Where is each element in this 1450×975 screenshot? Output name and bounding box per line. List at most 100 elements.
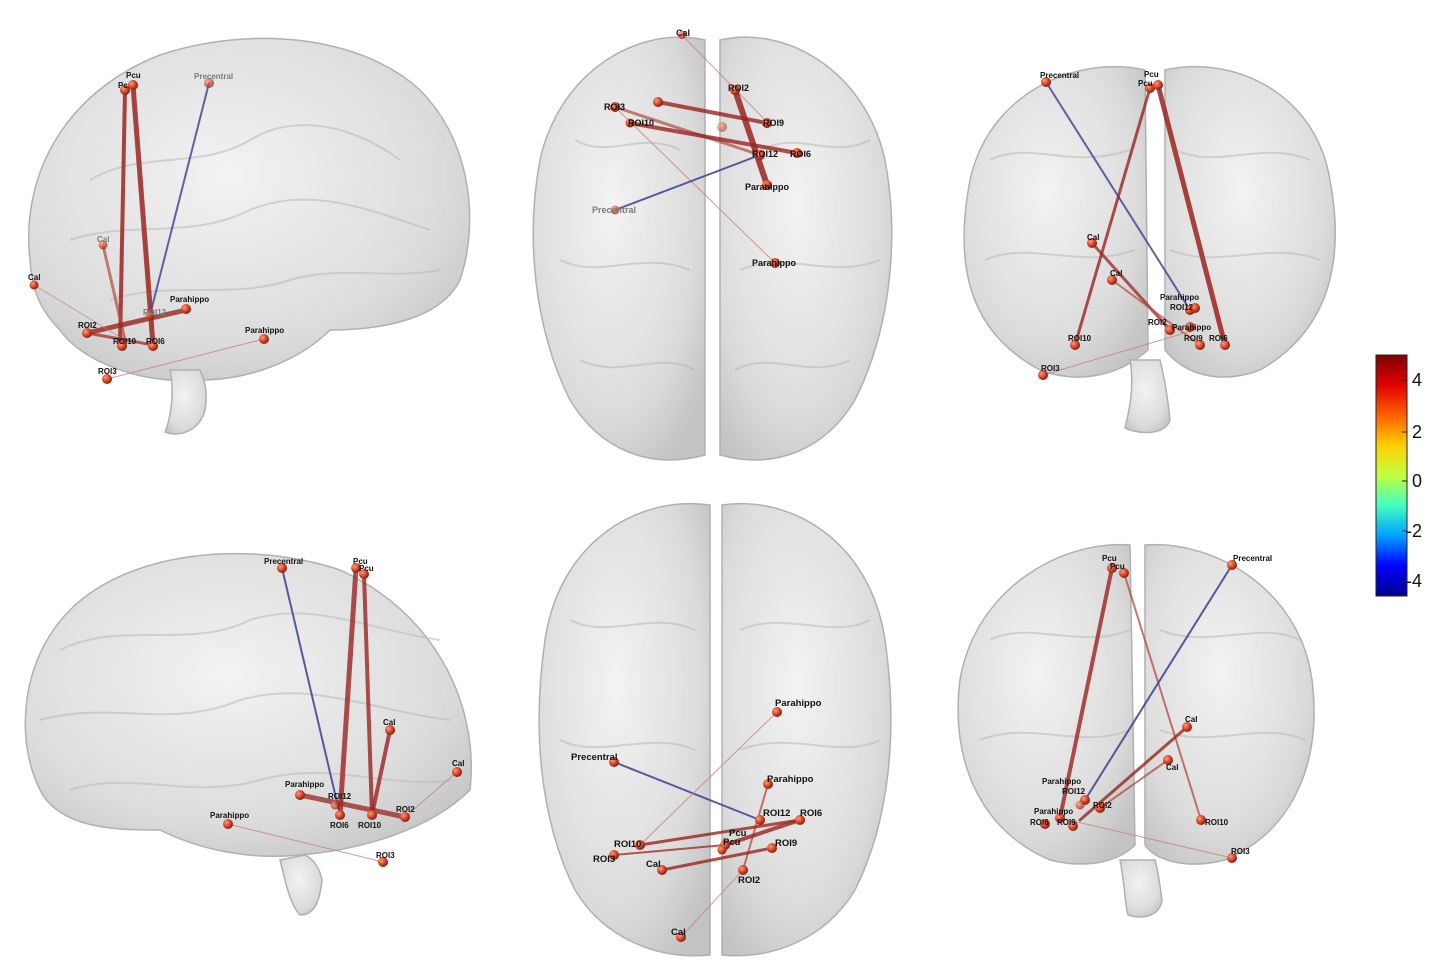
roi-label: ROI3 [1041, 364, 1060, 373]
roi-node [676, 932, 686, 942]
view-posterior: Precentral Pcu Pcu Cal Cal Parahippo ROI… [1038, 70, 1230, 380]
roi-node [738, 865, 748, 875]
roi-label: ROI9 [1184, 334, 1203, 343]
roi-node [259, 334, 269, 344]
edge [613, 761, 761, 821]
edge [1042, 329, 1196, 376]
roi-label: ROI10 [1205, 818, 1229, 827]
roi-label: Pcu [353, 557, 368, 566]
roi-node [120, 85, 130, 95]
roi-label: ROI2 [1148, 318, 1167, 327]
colorbar-tick-label: -4 [1406, 571, 1422, 591]
roi-label: Parahippo [775, 698, 822, 709]
roi-node [400, 812, 410, 822]
roi-node [625, 118, 635, 128]
roi-node [795, 815, 805, 825]
roi-node [378, 857, 388, 867]
colorbar-tick-label: 0 [1412, 471, 1422, 491]
edge [1111, 279, 1201, 346]
roi-node [792, 148, 802, 158]
roi-label: Cal [671, 927, 686, 938]
roi-label: Precentral [592, 205, 636, 215]
roi-label: ROI2 [738, 875, 760, 886]
roi-label: Pcu [359, 564, 374, 573]
colorbar-tick-label: -2 [1406, 521, 1422, 541]
roi-node [755, 815, 765, 825]
roi-label: ROI9 [1057, 818, 1076, 827]
roi-label: Cal [452, 759, 464, 768]
edge [118, 88, 127, 347]
roi-node [609, 850, 619, 860]
edge [130, 82, 156, 348]
roi-label: Precentral [264, 557, 303, 566]
roi-node [1220, 340, 1230, 350]
roi-label: Parahippo [745, 182, 790, 192]
roi-label: ROI6 [1209, 334, 1228, 343]
edge [614, 106, 776, 264]
roi-label: Precentral [1040, 71, 1079, 80]
roi-node [635, 840, 645, 850]
roi-label: Cal [383, 718, 395, 727]
view-anterior: Pcu Pcu Precentral Cal Cal Parahippo ROI… [1030, 554, 1272, 863]
brain-right-lateral [24, 552, 472, 916]
roi-node [1227, 853, 1237, 863]
roi-label: ROI3 [593, 854, 615, 865]
edge [1058, 566, 1114, 820]
edge [1073, 86, 1152, 347]
roi-label: Cal [676, 28, 690, 38]
edge [1084, 564, 1233, 801]
roi-node [277, 563, 287, 573]
roi-node [772, 707, 782, 717]
roi-node [610, 102, 620, 112]
roi-label: ROI3 [1231, 847, 1250, 856]
roi-node [98, 240, 108, 250]
roi-node [1165, 325, 1175, 335]
brain-superior [532, 36, 893, 461]
roi-node [657, 865, 667, 875]
roi-label: ROI12 [1062, 787, 1086, 796]
roi-label: Cal [1087, 233, 1099, 242]
roi-label: ROI12 [1170, 303, 1194, 312]
roi-node [610, 205, 620, 215]
roi-node [1182, 722, 1192, 732]
colorbar-tick-label: 4 [1412, 370, 1422, 390]
edge [370, 728, 392, 817]
roi-node [145, 310, 155, 320]
roi-label: ROI2 [728, 83, 749, 93]
roi-label: Cal [97, 235, 109, 244]
roi-label: Pcu [1102, 554, 1117, 563]
connectivity-edges [33, 34, 1233, 938]
view-superior: Cal ROI2 ROI3 ROI9 ROI10 ROI12 ROI6 Para… [592, 28, 811, 268]
edge [149, 82, 210, 316]
roi-label: Cal [1185, 715, 1197, 724]
roi-label: Parahippo [1172, 323, 1211, 332]
roi-node [181, 304, 191, 314]
edge [1090, 241, 1172, 332]
roi-node [204, 78, 214, 88]
roi-label: Parahippo [1160, 293, 1199, 302]
edge [638, 818, 802, 847]
roi-node [762, 180, 772, 190]
roi-label: ROI9 [775, 838, 797, 849]
roi-label: ROI3 [376, 851, 395, 860]
roi-label: Parahippo [752, 258, 797, 268]
roi-node [717, 122, 727, 132]
roi-label: ROI12 [752, 149, 778, 159]
roi-label: ROI3 [98, 367, 117, 376]
roi-node [1196, 815, 1206, 825]
roi-label: ROI12 [143, 308, 167, 317]
roi-node [1070, 340, 1080, 350]
roi-node [1068, 821, 1078, 831]
roi-label: Pcu [723, 837, 741, 848]
edge [1059, 817, 1233, 859]
roi-label: ROI10 [1068, 334, 1092, 343]
roi-node [1119, 568, 1129, 578]
roi-node [452, 767, 462, 777]
colorbar-tick-label: 2 [1412, 422, 1422, 442]
roi-label: ROI2 [1093, 801, 1112, 810]
roi-node [717, 845, 727, 855]
roi-node [1227, 560, 1237, 570]
roi-node [335, 810, 345, 820]
roi-node [1055, 813, 1065, 823]
roi-label: ROI10 [628, 118, 654, 128]
